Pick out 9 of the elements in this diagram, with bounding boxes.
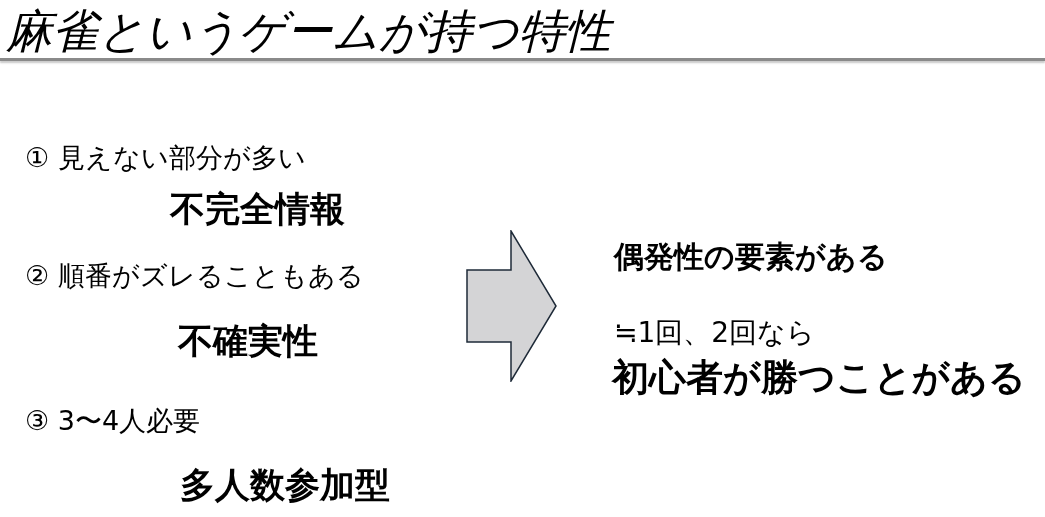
conclusion-text: 偶発性の要素がある xyxy=(614,240,888,273)
term-text: 不完全情報 xyxy=(170,190,345,229)
list-item-text: ③ 3〜4人必要 xyxy=(25,406,201,436)
term-text: 不確実性 xyxy=(178,322,318,361)
list-item-text: ② 順番がズレることもある xyxy=(25,261,364,291)
conclusion-text: 初心者が勝つことがある xyxy=(612,358,1026,399)
term-text: 多人数参加型 xyxy=(180,466,390,505)
conclusion-text: ≒1回、2回なら xyxy=(614,318,816,349)
list-item-text: ① 見えない部分が多い xyxy=(25,143,306,173)
